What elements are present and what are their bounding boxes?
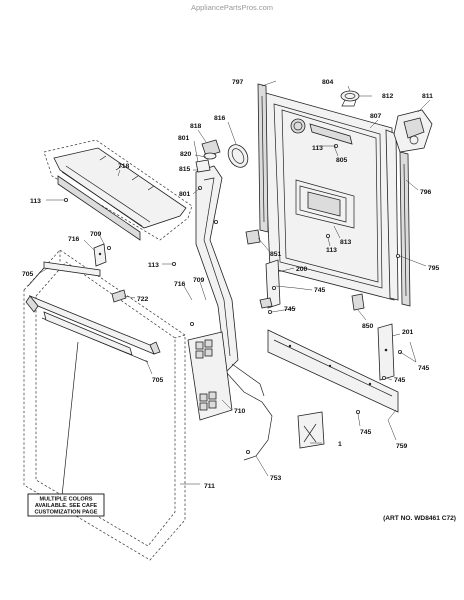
label-753: 753 [270, 475, 282, 482]
label-745b: 745 [284, 306, 296, 313]
label-813: 813 [340, 239, 352, 246]
note-line-3: CUSTOMIZATION PAGE [34, 510, 97, 516]
label-745d: 745 [394, 377, 406, 384]
gasket-ring [227, 144, 249, 168]
manual-sheet [297, 411, 325, 449]
label-716a: 716 [68, 236, 80, 243]
label-807: 807 [370, 113, 382, 120]
label-722: 722 [137, 296, 149, 303]
liner-right-edge [385, 129, 399, 301]
label-811: 811 [422, 93, 433, 100]
side-rail-right [399, 151, 411, 307]
label-796: 796 [420, 189, 432, 196]
outer-door-panel [23, 249, 186, 561]
hinge-bracket-200 [259, 259, 281, 309]
label-705b: 705 [152, 377, 164, 384]
screws [64, 143, 402, 454]
label-113b: 113 [30, 198, 41, 205]
bracket-850 [351, 293, 365, 311]
label-812: 812 [382, 93, 394, 100]
label-759: 759 [396, 443, 408, 450]
control-panel [43, 139, 193, 241]
label-795: 795 [428, 265, 440, 272]
note-line-2: AVAILABLE. SEE CAFE [35, 503, 98, 509]
label-804: 804 [322, 79, 334, 86]
label-113a: 113 [312, 145, 323, 152]
label-818: 818 [190, 123, 202, 130]
knob-cap [195, 139, 221, 173]
label-705a: 705 [22, 271, 34, 278]
bracket-722 [111, 289, 127, 303]
label-745a: 745 [314, 287, 326, 294]
inner-door-liner [261, 91, 395, 301]
detergent-dispenser [393, 109, 433, 153]
label-709a: 709 [90, 231, 102, 238]
label-850: 850 [362, 323, 374, 330]
label-710: 710 [234, 408, 246, 415]
label-200: 200 [296, 266, 308, 273]
art-number: (ART NO. WD8461 C72) [383, 515, 456, 522]
label-113d: 113 [148, 262, 159, 269]
label-797: 797 [232, 79, 244, 86]
label-820: 820 [180, 151, 192, 158]
label-745e: 745 [360, 429, 372, 436]
bottom-trim-759 [267, 329, 399, 413]
label-851: 851 [270, 251, 282, 258]
door-handle [25, 295, 161, 363]
label-716b: 716 [174, 281, 186, 288]
label-801a: 801 [178, 135, 190, 142]
label-1: 1 [338, 441, 342, 448]
note-line-1: MULTIPLE COLORS [39, 497, 92, 503]
label-113c: 113 [326, 247, 337, 254]
label-711: 711 [204, 483, 215, 490]
label-815: 815 [179, 166, 191, 173]
vent-cap [340, 90, 360, 107]
side-rail-left [257, 83, 269, 233]
hinge-bracket-201 [377, 323, 395, 381]
leader-lines [37, 80, 431, 485]
wire-harness [195, 165, 273, 461]
label-709b: 709 [193, 277, 205, 284]
label-718: 718 [118, 163, 130, 170]
label-801b: 801 [179, 191, 191, 198]
label-816: 816 [214, 115, 226, 122]
label-805: 805 [336, 157, 348, 164]
bracket-left [93, 243, 112, 267]
bracket-851 [245, 229, 261, 245]
door-trim-strip [27, 261, 101, 287]
note-box: MULTIPLE COLORS AVAILABLE. SEE CAFE CUST… [27, 493, 105, 517]
part-labels: 797 804 812 811 807 816 818 801 820 815 … [22, 79, 440, 490]
label-201: 201 [402, 329, 414, 336]
watermark: AppliancePartsPros.com [191, 3, 273, 12]
note-leader [61, 341, 79, 497]
label-745c: 745 [418, 365, 430, 372]
